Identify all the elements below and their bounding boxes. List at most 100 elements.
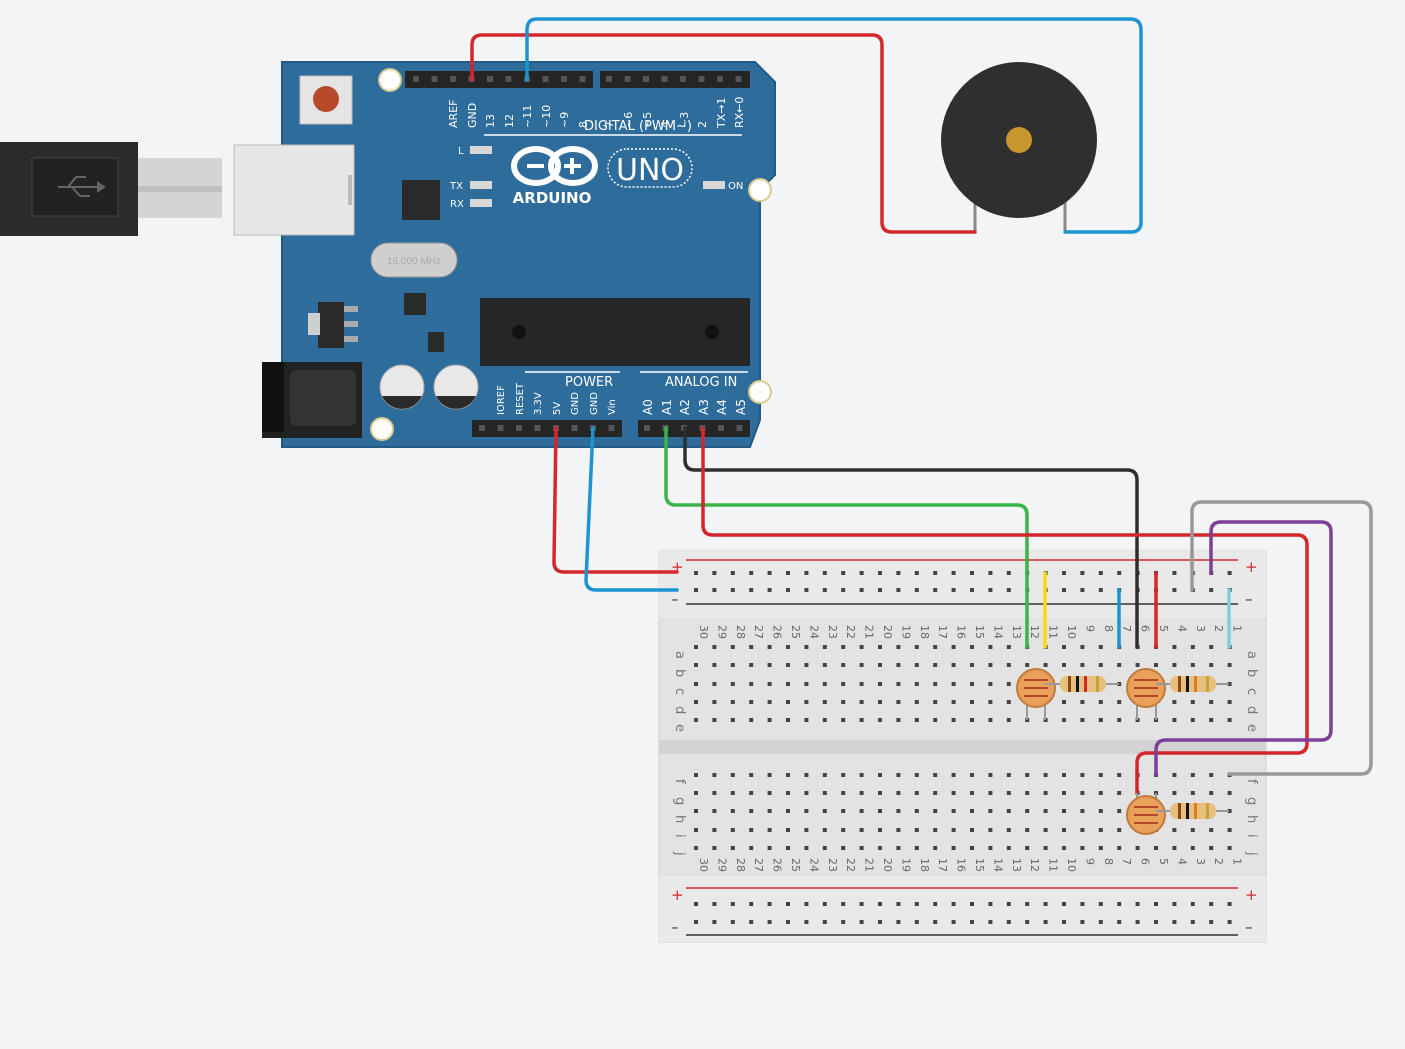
breadboard-hole [786,645,790,649]
usb-cable [0,142,222,236]
rail-hole [786,902,790,906]
column-label-top: 19 [899,625,912,639]
row-label: a [672,651,687,659]
rail-hole [878,902,882,906]
column-label-bottom: 7 [1120,858,1133,865]
breadboard-hole [878,700,882,704]
breadboard-hole [804,700,809,704]
breadboard-hole [914,809,919,813]
column-label-bottom: 30 [697,858,710,872]
breadboard-hole [1117,700,1122,704]
row-label: g [672,797,687,805]
pin-hole [431,76,438,82]
breadboard: + + – – + + – – 303029292828272726262525… [658,550,1267,943]
rail-plus-top-right: + [1245,558,1258,576]
wire-blue-gnd [584,426,679,592]
row-label: d [1244,706,1259,714]
breadboard-hole [1080,828,1085,832]
breadboard-hole [1006,700,1011,704]
column-label-top: 16 [955,625,968,639]
rail-hole [1172,588,1177,592]
column-label-bottom: 10 [1065,858,1078,872]
row-label: e [1244,724,1259,732]
pin-hole [450,76,456,82]
column-label-bottom: 13 [1010,858,1023,872]
breadboard-hole [970,791,974,795]
breadboard-hole [1080,791,1085,795]
breadboard-hole [859,791,864,795]
breadboard-hole [970,828,974,832]
breadboard-hole [822,645,827,649]
breadboard-hole [1006,773,1011,777]
breadboard-hole [1209,791,1214,795]
row-label: f [1244,779,1259,784]
rail-hole [749,588,754,592]
breadboard-hole [933,682,938,686]
analog-pin-label: A2 [678,399,692,415]
rail-hole [933,588,938,592]
breadboard-hole [878,809,882,813]
breadboard-hole [712,700,717,704]
breadboard-hole [786,846,790,850]
breadboard-hole [1098,700,1103,704]
breadboard-hole [1190,645,1195,649]
breadboard-hole [1227,791,1232,795]
rail-hole [841,588,846,592]
breadboard-hole [712,773,717,777]
rail-hole [694,588,698,592]
pin-hole [606,76,612,82]
breadboard-hole [933,791,938,795]
power-pin-label: GND [589,392,600,415]
digital-header-right [600,71,750,88]
breadboard-hole [712,791,717,795]
breadboard-hole [822,682,827,686]
wire-red-5v [552,426,679,574]
power-pin-label: GND [570,392,581,415]
power-header [472,420,622,437]
breadboard-hole [859,828,864,832]
digital-pin-label: 4 [659,121,672,128]
row-label: j [672,851,687,856]
breadboard-hole [786,791,790,795]
breadboard-hole [749,809,754,813]
breadboard-hole [694,718,698,722]
breadboard-hole [1117,773,1122,777]
breadboard-hole [878,773,882,777]
breadboard-hole [1062,846,1066,850]
rail-hole [822,588,827,592]
digital-header-label: DIGITAL (PWM~) [584,119,692,134]
rail-hole [841,902,846,906]
reset-button[interactable] [299,75,353,125]
pin-hole [735,76,742,82]
breadboard-hole [914,846,919,850]
column-label-bottom: 5 [1157,858,1170,865]
column-label-bottom: 15 [973,858,986,872]
breadboard-hole [988,682,993,686]
breadboard-hole [786,700,790,704]
digital-pin-label: ~3 [678,112,691,128]
rail-hole [1006,902,1011,906]
breadboard-hole [1062,645,1066,649]
rail-hole [859,571,864,575]
breadboard-hole [1172,846,1177,850]
column-label-top: 3 [1194,625,1207,632]
breadboard-hole [951,828,956,832]
breadboard-hole [1025,791,1030,795]
rail-minus-bottom-right: – [1245,918,1253,936]
row-label: c [672,688,687,695]
breadboard-hole [988,663,993,667]
breadboard-hole [1062,809,1066,813]
breadboard-hole [951,718,956,722]
breadboard-hole [694,773,698,777]
breadboard-hole [1006,809,1011,813]
breadboard-hole [914,773,919,777]
rail-hole [1062,920,1066,924]
column-label-bottom: 27 [752,858,765,872]
column-label-top: 29 [715,625,728,639]
rail-hole [804,920,809,924]
row-label: b [672,669,687,677]
breadboard-hole [786,828,790,832]
breadboard-hole [712,809,717,813]
breadboard-hole [1080,645,1085,649]
rail-hole [1025,902,1030,906]
